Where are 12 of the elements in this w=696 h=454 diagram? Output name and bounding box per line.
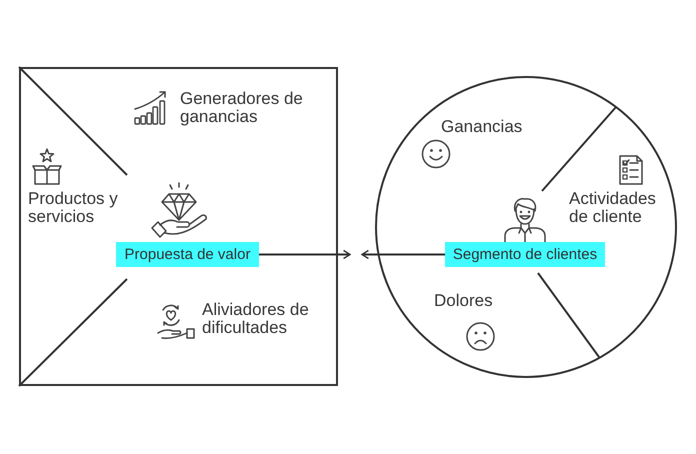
section-label: Dolores — [434, 292, 493, 310]
arrow — [259, 250, 351, 260]
section-label: Ganancias — [441, 118, 522, 136]
arrow — [361, 250, 445, 260]
highlighted-label: Segmento de clientes — [445, 242, 605, 267]
section-label: Aliviadores de dificultades — [202, 301, 310, 337]
highlighted-label: Propuesta de valor — [116, 242, 259, 267]
section-label: Actividades de cliente — [569, 190, 657, 226]
square-panel — [19, 67, 338, 386]
circle-panel — [375, 76, 677, 378]
section-label: Productos y servicios — [28, 190, 119, 226]
section-label: Generadores de ganancias — [180, 90, 304, 126]
